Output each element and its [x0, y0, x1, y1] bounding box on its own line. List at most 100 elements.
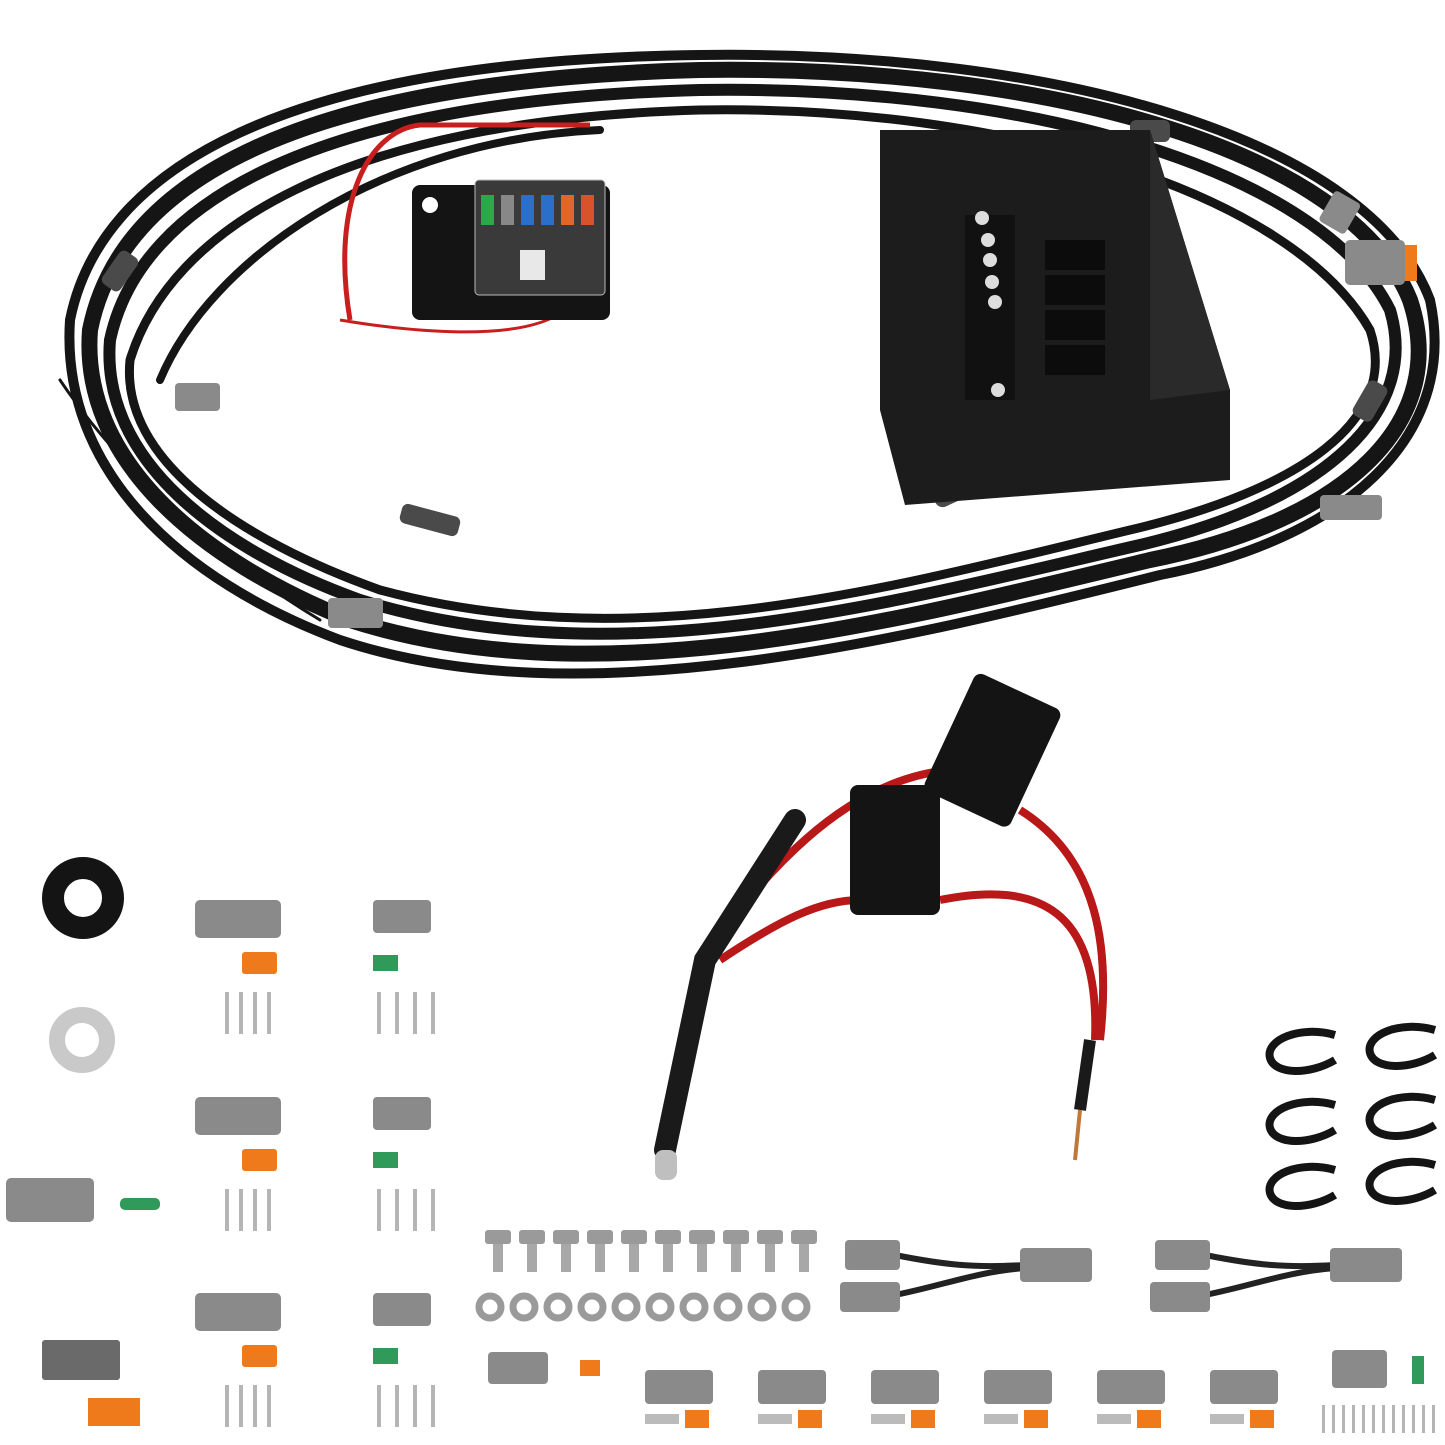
rubber-grommet	[42, 857, 124, 939]
terminal-socket	[431, 1385, 435, 1427]
terminal-pin	[1402, 1405, 1405, 1433]
dt-plug	[373, 1293, 431, 1326]
terminal-pin	[1392, 1405, 1395, 1433]
terminal-pin	[1412, 1405, 1415, 1433]
hex-nuts	[475, 1292, 811, 1322]
dt-plug	[373, 1097, 431, 1130]
splitter-plug	[1155, 1240, 1210, 1270]
dt-plug-2pin	[42, 1340, 120, 1380]
terminal-socket	[431, 1189, 435, 1231]
terminal-pin	[1362, 1405, 1365, 1433]
hex-nut	[747, 1292, 777, 1322]
fuse	[541, 195, 554, 225]
y-splitter-cables	[840, 1240, 1402, 1312]
dt-plug	[373, 900, 431, 933]
dt-plug-small	[488, 1352, 548, 1384]
terminal-pin	[267, 1385, 271, 1427]
hex-bolt-head	[689, 1230, 715, 1244]
terminal-pin	[225, 992, 229, 1034]
orange-wedge-lock	[242, 952, 277, 974]
hex-bolt-head	[519, 1230, 545, 1244]
fuse	[521, 195, 534, 225]
cable-clip	[1365, 1092, 1438, 1140]
terminal-pin	[253, 1189, 257, 1231]
terminal-pin	[225, 1385, 229, 1427]
hex-bolt-shaft	[765, 1244, 775, 1272]
hex-nut	[509, 1292, 539, 1322]
terminal-pin	[267, 992, 271, 1034]
cable-clip	[1265, 1162, 1338, 1210]
splitter-wire	[1204, 1265, 1336, 1298]
terminal-pin	[267, 1189, 271, 1231]
hex-nut	[577, 1292, 607, 1322]
splitter-plug	[1150, 1282, 1210, 1312]
green-wedge-lock	[1412, 1356, 1424, 1384]
inline-fuse-holders	[654, 673, 1108, 1180]
hex-bolt-shaft	[731, 1244, 741, 1272]
green-wedge-lock	[373, 955, 398, 971]
harness-connectors	[175, 191, 1417, 628]
dt-receptacle	[195, 900, 281, 938]
dt-receptacle	[871, 1370, 939, 1404]
terminal-pins	[758, 1414, 792, 1424]
main-wiring-harness	[58, 49, 1440, 679]
hex-nut	[781, 1292, 811, 1322]
terminal-socket	[377, 1189, 381, 1231]
terminal-socket	[413, 1385, 417, 1427]
terminal-pin	[1342, 1405, 1345, 1433]
cable-clip	[1265, 1097, 1338, 1145]
hex-nut	[679, 1292, 709, 1322]
dt-receptacle	[1210, 1370, 1278, 1404]
orange-wedge-lock	[685, 1410, 709, 1428]
cable-clip	[1365, 1157, 1438, 1205]
terminal-socket	[377, 992, 381, 1034]
hex-bolt-shaft	[629, 1244, 639, 1272]
dt-receptacle	[195, 1097, 281, 1135]
hex-nut	[713, 1292, 743, 1322]
hex-bolt-head	[655, 1230, 681, 1244]
hex-bolt-head	[553, 1230, 579, 1244]
orange-wedge-lock	[798, 1410, 822, 1428]
orange-wedge-lock	[1024, 1410, 1048, 1428]
splitter-wire	[894, 1252, 1026, 1270]
fuse	[561, 195, 574, 225]
hex-bolt-shaft	[493, 1244, 503, 1272]
fuse-block	[339, 122, 610, 334]
hex-bolt-head	[791, 1230, 817, 1244]
terminal-pin	[253, 992, 257, 1034]
cable-clips	[1265, 1022, 1438, 1210]
hex-bolt-shaft	[697, 1244, 707, 1272]
splitter-receptacle	[1020, 1248, 1092, 1282]
orange-wedge-lock	[1250, 1410, 1274, 1428]
green-wedge-lock	[120, 1198, 160, 1210]
terminal-pin	[253, 1385, 257, 1427]
hex-nut	[475, 1292, 505, 1322]
terminal-pin	[1382, 1405, 1385, 1433]
hex-bolt-shaft	[663, 1244, 673, 1272]
relay-box	[880, 130, 1230, 505]
orange-wedge-lock	[911, 1410, 935, 1428]
hex-bolt-shaft	[527, 1244, 537, 1272]
aluminum-washer	[49, 1007, 115, 1073]
terminal-pins	[645, 1414, 679, 1424]
splitter-plug	[840, 1282, 900, 1312]
terminal-socket	[413, 992, 417, 1034]
orange-wedge-lock	[1137, 1410, 1161, 1428]
dt-receptacle-small	[1332, 1350, 1387, 1388]
terminal-pin	[239, 992, 243, 1034]
terminal-socket	[413, 1189, 417, 1231]
cable-clip	[1365, 1022, 1438, 1070]
hex-bolt-head	[757, 1230, 783, 1244]
terminal-pin	[225, 1189, 229, 1231]
hex-nut	[543, 1292, 573, 1322]
orange-wedge-lock	[242, 1345, 277, 1367]
terminal-pin	[1372, 1405, 1375, 1433]
hex-bolt-shaft	[561, 1244, 571, 1272]
terminal-pins	[871, 1414, 905, 1424]
splitter-plug	[845, 1240, 900, 1270]
terminal-pin	[1322, 1405, 1325, 1433]
terminal-pins	[984, 1414, 1018, 1424]
dt-receptacle	[984, 1370, 1052, 1404]
hex-nut	[611, 1292, 641, 1322]
dt-receptacle	[1097, 1370, 1165, 1404]
